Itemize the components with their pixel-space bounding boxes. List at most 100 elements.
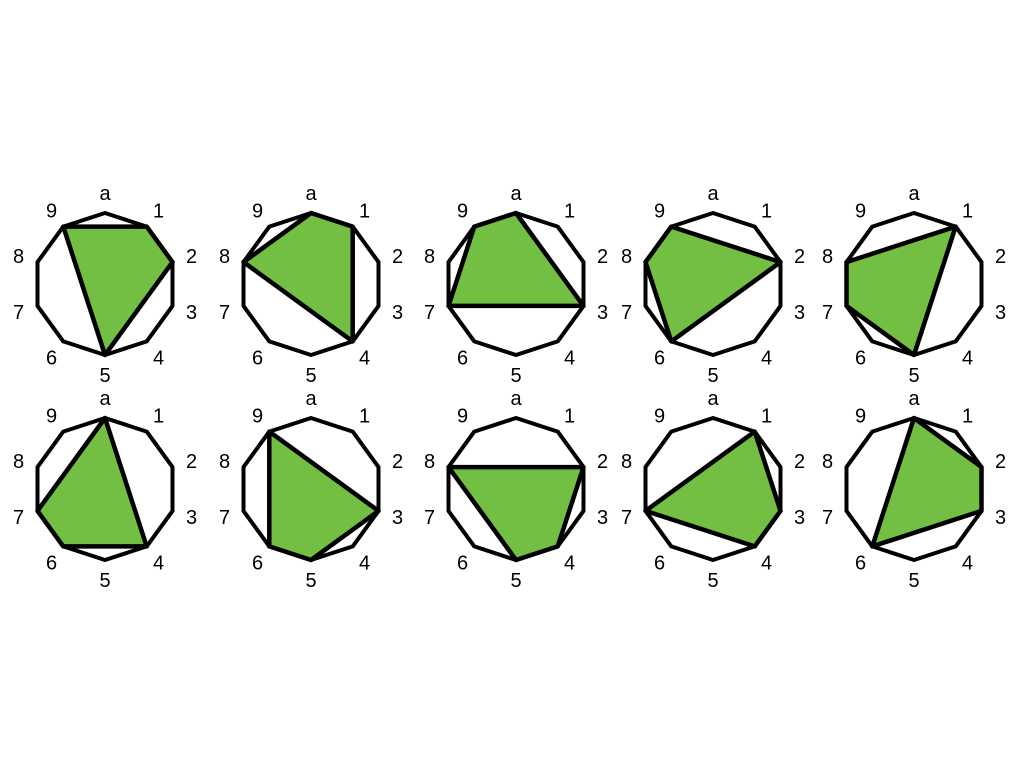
vertex-label-8: 8: [822, 246, 833, 268]
vertex-label-1: 1: [359, 200, 370, 222]
vertex-label-1: 1: [962, 405, 973, 427]
vertex-label-6: 6: [46, 553, 57, 575]
vertex-label-4: 4: [962, 553, 973, 575]
vertex-label-4: 4: [761, 553, 772, 575]
vertex-label-5: 5: [707, 365, 718, 387]
inscribed-quadrilateral: [870, 415, 984, 549]
vertex-label-6: 6: [457, 553, 468, 575]
vertex-label-3: 3: [597, 507, 608, 529]
vertex-label-3: 3: [597, 302, 608, 324]
vertex-label-3: 3: [794, 302, 805, 324]
inscribed-quadrilateral: [643, 429, 783, 549]
vertex-label-5: 5: [305, 365, 316, 387]
vertex-label-5: 5: [99, 365, 110, 387]
vertex-label-8: 8: [13, 451, 24, 473]
vertex-label-2: 2: [597, 451, 608, 473]
vertex-label-6: 6: [654, 553, 665, 575]
vertex-label-8: 8: [424, 246, 435, 268]
vertex-label-8: 8: [621, 451, 632, 473]
vertex-label-8: 8: [822, 451, 833, 473]
inscribed-quadrilateral: [35, 415, 149, 549]
vertex-label-1: 1: [962, 200, 973, 222]
vertex-label-6: 6: [46, 348, 57, 370]
vertex-label-3: 3: [392, 507, 403, 529]
inscribed-quadrilateral: [446, 210, 586, 309]
vertex-label-7: 7: [822, 507, 833, 529]
vertex-label-3: 3: [186, 507, 197, 529]
vertex-label-9: 9: [252, 200, 263, 222]
vertex-label-3: 3: [392, 302, 403, 324]
vertex-label-8: 8: [219, 451, 230, 473]
vertex-label-9: 9: [654, 405, 665, 427]
vertex-label-2: 2: [995, 246, 1006, 268]
vertex-label-1: 1: [359, 405, 370, 427]
vertex-label-4: 4: [153, 553, 164, 575]
vertex-label-a: a: [510, 388, 522, 410]
vertex-label-5: 5: [510, 365, 521, 387]
decagon-diagram-6: a 1 2 3 4 5 6 7 8 9: [13, 388, 197, 592]
vertex-label-4: 4: [761, 348, 772, 370]
vertex-label-7: 7: [822, 302, 833, 324]
vertex-label-a: a: [99, 388, 111, 410]
vertex-label-a: a: [510, 183, 522, 205]
vertex-label-2: 2: [995, 451, 1006, 473]
vertex-label-7: 7: [621, 507, 632, 529]
vertex-label-4: 4: [564, 348, 575, 370]
vertex-label-8: 8: [621, 246, 632, 268]
vertex-label-6: 6: [855, 348, 866, 370]
vertex-label-2: 2: [186, 246, 197, 268]
vertex-label-1: 1: [564, 200, 575, 222]
vertex-label-1: 1: [153, 405, 164, 427]
vertex-label-5: 5: [510, 570, 521, 592]
decagon-diagram-10: a 1 2 3 4 5 6 7 8 9: [822, 388, 1006, 592]
vertex-label-7: 7: [13, 302, 24, 324]
vertex-label-7: 7: [621, 302, 632, 324]
vertex-label-7: 7: [424, 302, 435, 324]
vertex-label-9: 9: [46, 405, 57, 427]
vertex-label-9: 9: [855, 405, 866, 427]
vertex-label-9: 9: [46, 200, 57, 222]
vertex-label-9: 9: [654, 200, 665, 222]
vertex-label-9: 9: [457, 200, 468, 222]
vertex-label-5: 5: [908, 570, 919, 592]
vertex-label-7: 7: [424, 507, 435, 529]
vertex-label-3: 3: [794, 507, 805, 529]
vertex-label-3: 3: [995, 507, 1006, 529]
vertex-label-5: 5: [707, 570, 718, 592]
vertex-label-a: a: [908, 388, 920, 410]
vertex-label-8: 8: [219, 246, 230, 268]
vertex-label-7: 7: [219, 507, 230, 529]
vertex-label-a: a: [707, 183, 719, 205]
vertex-label-2: 2: [794, 451, 805, 473]
vertex-label-a: a: [99, 183, 111, 205]
vertex-label-4: 4: [564, 553, 575, 575]
vertex-label-6: 6: [855, 553, 866, 575]
vertex-label-6: 6: [252, 553, 263, 575]
vertex-label-7: 7: [13, 507, 24, 529]
vertex-label-a: a: [908, 183, 920, 205]
vertex-label-4: 4: [153, 348, 164, 370]
vertex-label-1: 1: [153, 200, 164, 222]
inscribed-quadrilateral: [241, 210, 355, 344]
vertex-label-a: a: [305, 183, 317, 205]
vertex-label-5: 5: [99, 570, 110, 592]
vertex-label-2: 2: [597, 246, 608, 268]
vertex-label-4: 4: [359, 348, 370, 370]
vertex-label-2: 2: [794, 246, 805, 268]
inscribed-quadrilateral: [267, 429, 381, 563]
vertex-label-a: a: [305, 388, 317, 410]
vertex-label-3: 3: [186, 302, 197, 324]
inscribed-quadrilateral: [446, 464, 586, 563]
vertex-label-2: 2: [186, 451, 197, 473]
vertex-label-5: 5: [305, 570, 316, 592]
vertex-label-4: 4: [359, 553, 370, 575]
vertex-label-4: 4: [962, 348, 973, 370]
